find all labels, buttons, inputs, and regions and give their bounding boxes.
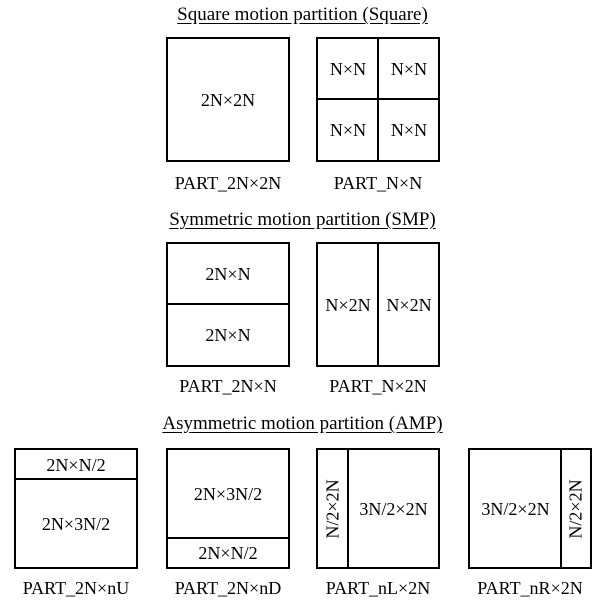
amp-partition-heading: Asymmetric motion partition (AMP) [162,413,443,434]
part-nlx2n-caption: PART_nL×2N [325,578,431,598]
part-nrx2n-cell-right-label: N/2×2N [566,478,586,539]
part-nxn-block: N×N N×N N×N N×N [316,37,440,162]
part-2nxn-cell-top: 2N×N [205,264,251,284]
part-nxn-caption: PART_N×N [333,173,423,193]
part-nrx2n-block: 3N/2×2N N/2×2N [468,448,592,569]
part-nxn-horizontal-divider [318,98,438,100]
part-nxn-cell-top-left: N×N [329,59,367,79]
part-nx2n-block: N×2N N×2N [316,242,440,367]
part-2nxnd-cell-top: 2N×3N/2 [193,484,263,504]
part-2nxnu-caption: PART_2N×nU [22,578,130,598]
part-2nxnd-cell-bottom: 2N×N/2 [198,543,258,563]
part-2nxnu-cell-bottom: 2N×3N/2 [41,513,111,534]
part-nx2n-cell-left: N×2N [325,294,371,315]
part-nrx2n-cell-left: 3N/2×2N [481,498,550,519]
part-2nxn-divider [168,303,288,305]
part-nrx2n-divider [560,450,562,567]
part-nrx2n-cell-right: N/2×2N [562,450,590,567]
part-2nxnu-cell-top: 2N×N/2 [46,454,106,475]
part-nlx2n-block: N/2×2N 3N/2×2N [316,448,440,569]
part-nxn-cell-bottom-left: N×N [329,120,367,140]
part-2nx2n-block: 2N×2N [166,37,290,162]
part-nxn-cell-bottom-right: N×N [390,120,428,140]
part-2nxnd-caption: PART_2N×nD [174,578,282,598]
part-nlx2n-cell-right: 3N/2×2N [359,498,428,519]
part-nxn-cell-top-right: N×N [390,59,428,79]
part-2nxnu-divider [16,478,136,480]
part-2nxn-caption: PART_2N×N [179,376,277,396]
part-2nxnd-block: 2N×3N/2 2N×N/2 [166,448,290,569]
part-2nx2n-cell: 2N×2N [200,89,256,110]
part-2nx2n-caption: PART_2N×2N [174,173,282,193]
part-nx2n-cell-right: N×2N [386,294,432,315]
part-nx2n-divider [377,244,379,365]
part-nlx2n-divider [347,450,349,567]
part-2nxnu-block: 2N×N/2 2N×3N/2 [14,448,138,569]
smp-partition-heading: Symmetric motion partition (SMP) [169,209,436,230]
part-2nxn-cell-bottom: 2N×N [205,325,251,345]
part-nlx2n-cell-left: N/2×2N [318,450,348,567]
part-nx2n-caption: PART_N×2N [329,376,427,396]
square-partition-heading: Square motion partition (Square) [177,4,428,25]
part-2nxn-block: 2N×N 2N×N [166,242,290,367]
part-nrx2n-caption: PART_nR×2N [477,578,583,598]
part-2nxnd-divider [168,537,288,539]
part-nlx2n-cell-left-label: N/2×2N [323,478,343,539]
